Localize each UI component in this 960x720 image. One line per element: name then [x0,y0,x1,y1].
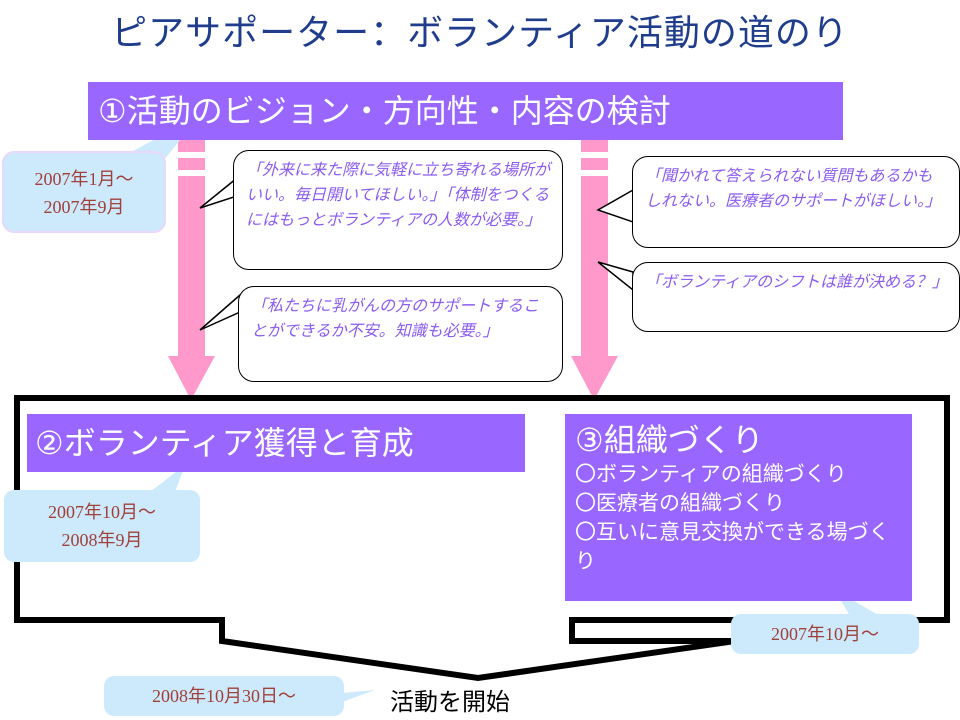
date-end: 2008年9月 [61,530,143,550]
date-start: 2007年10月～ [48,502,156,522]
step-3-item: 〇ボランティアの組織づくり [575,462,847,486]
step-3-box: ③組織づくり 〇ボランティアの組織づくり 〇医療者の組織づくり 〇互いに意見交換… [565,414,912,601]
date-end: 2007年9月 [43,197,125,217]
step-3-item: 〇互いに意見交換ができる場づくり [575,520,890,573]
step-3-title: ③組織づくり [575,421,764,459]
comment-bubble-3: 「聞かれて答えられない質問もあるかもしれない。医療者のサポートがほしい。」 [632,156,960,248]
pink-arrow-left [168,140,215,400]
date-callout-step-3: 2007年10月～ [731,614,919,654]
date-callout-step-2: 2007年10月～ 2008年9月 [4,490,200,562]
date-start: 2007年1月～ [34,169,134,189]
step-2-box: ②ボランティア獲得と育成 [27,414,525,472]
comment-bubble-2: 「私たちに乳がんの方のサポートすることができるか不安。知識も必要。」 [238,286,563,382]
comment-bubble-1: 「外来に来た際に気軽に立ち寄れる場所がいい。毎日開いてほしい。」「体制をつくるに… [233,150,563,270]
step-1-box: ①活動のビジョン・方向性・内容の検討 [88,82,843,140]
comment-bubble-4: 「ボランティアのシフトは誰が決める？」 [632,262,960,332]
converge-arrow-outline [14,395,950,682]
date-callout-step-1: 2007年1月～ 2007年9月 [4,153,164,231]
start-activity-label: 活動を開始 [390,688,510,716]
slide-title: ピアサポーター：ボランティア活動の道のり [111,13,849,54]
date-callout-start: 2008年10月30日～ [104,676,344,716]
step-3-item: 〇医療者の組織づくり [575,491,785,515]
